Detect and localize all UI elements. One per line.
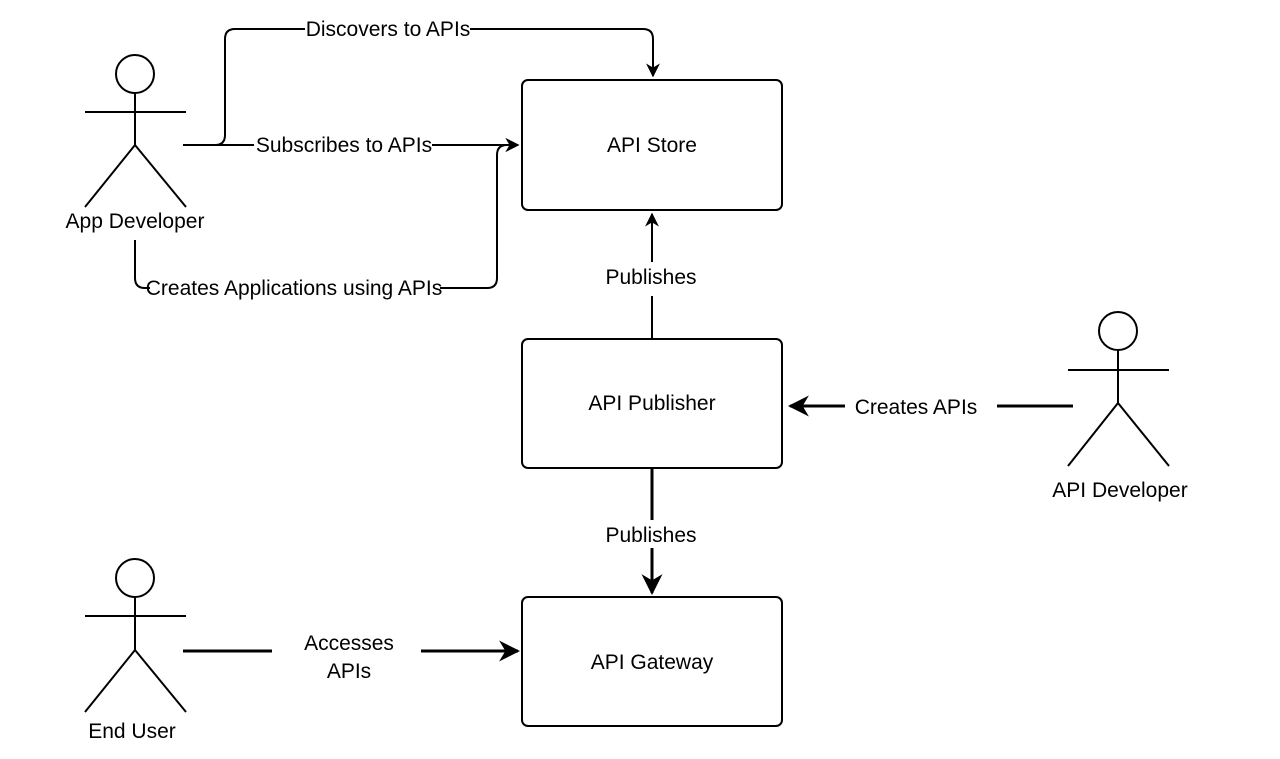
stick-figure-icon bbox=[84, 558, 187, 713]
api-developer-label: API Developer bbox=[1052, 479, 1187, 502]
edge-publishes-store-label: Publishes bbox=[605, 266, 696, 289]
api-publisher-box: API Publisher bbox=[521, 338, 783, 469]
stick-figure-icon bbox=[84, 54, 187, 208]
api-gateway-label: API Gateway bbox=[591, 651, 714, 674]
api-store-label: API Store bbox=[607, 134, 697, 157]
end-user-label: End User bbox=[88, 720, 176, 743]
api-developer-actor: API Developer bbox=[1052, 311, 1188, 502]
api-gateway-box: API Gateway bbox=[521, 596, 783, 727]
api-publisher-label: API Publisher bbox=[588, 392, 715, 415]
edge-publishes-store: Publishes bbox=[605, 212, 697, 339]
end-user-actor: End User bbox=[84, 558, 187, 743]
edge-accesses-label-line2: APIs bbox=[327, 660, 371, 683]
edge-publishes-gateway-label: Publishes bbox=[605, 524, 696, 547]
edge-creates-applications-label: Creates Applications using APIs bbox=[146, 277, 443, 300]
edge-accesses: Accesses APIs bbox=[183, 632, 521, 683]
app-developer-actor: App Developer bbox=[66, 54, 205, 233]
edge-creates-apis-label: Creates APIs bbox=[855, 396, 978, 419]
edge-subscribes-label: Subscribes to APIs bbox=[256, 134, 432, 157]
edge-accesses-label-line1: Accesses bbox=[304, 632, 394, 655]
edge-creates-apis: Creates APIs bbox=[787, 395, 1073, 419]
edge-publishes-gateway: Publishes bbox=[605, 468, 697, 596]
stick-figure-icon bbox=[1067, 311, 1170, 467]
edge-subscribes: Subscribes to APIs bbox=[183, 134, 520, 157]
edge-creates-applications: Creates Applications using APIs bbox=[134, 138, 520, 300]
app-developer-label: App Developer bbox=[66, 210, 205, 233]
api-store-box: API Store bbox=[521, 79, 783, 211]
edge-discovers-label: Discovers to APIs bbox=[306, 18, 471, 41]
